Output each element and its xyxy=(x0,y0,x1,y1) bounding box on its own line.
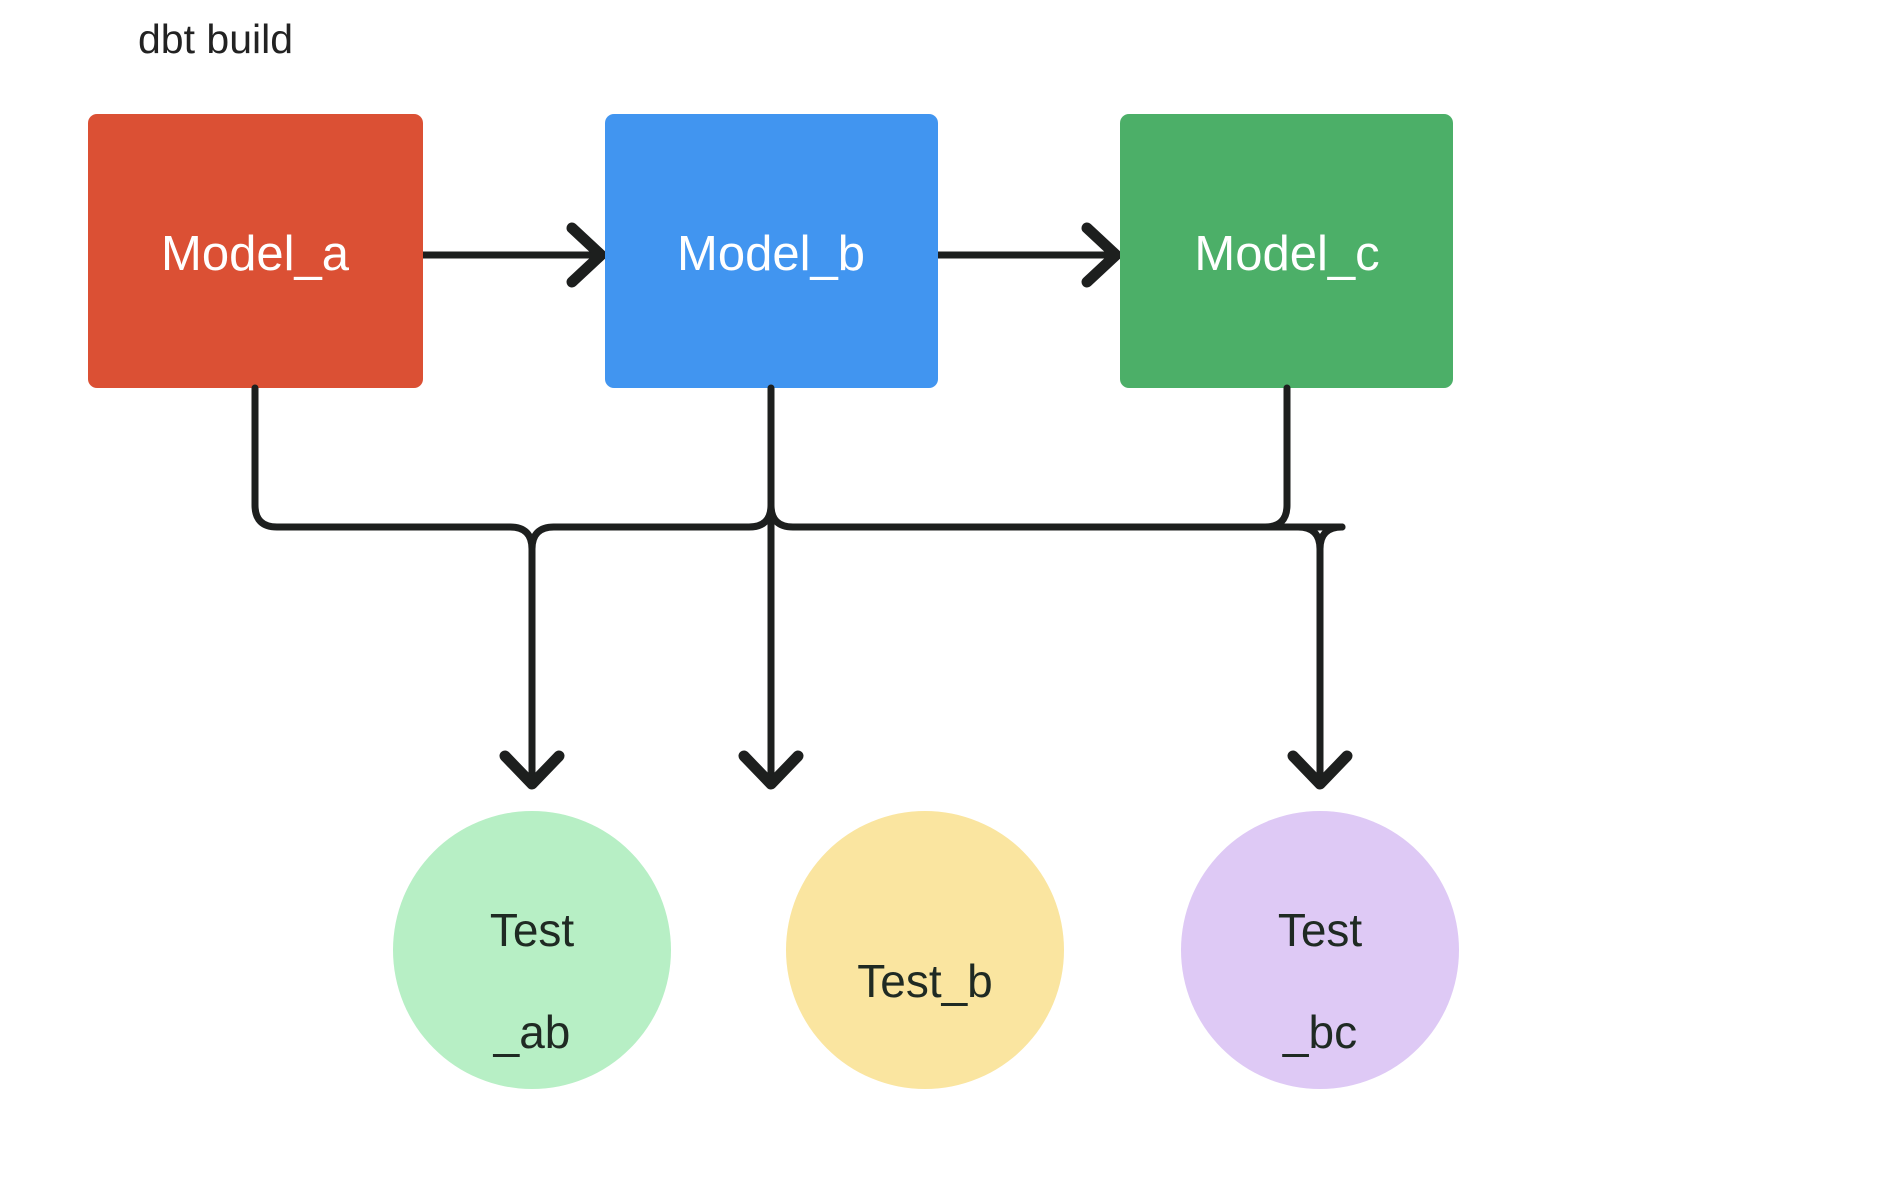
node-test-bc[interactable]: Test _bc xyxy=(1181,811,1459,1089)
model-c-shape[interactable] xyxy=(1120,114,1453,388)
test-b-shape[interactable] xyxy=(786,811,1064,1089)
edge-model-b-to-test-bc xyxy=(767,501,1302,531)
test-ab-shape[interactable] xyxy=(393,811,671,1089)
model-b-shape[interactable] xyxy=(605,114,938,388)
edge-model-b-to-model-c xyxy=(934,222,1122,288)
node-test-ab[interactable]: Test _ab xyxy=(393,811,671,1089)
model-c-label: Model_c xyxy=(1194,227,1379,281)
page-title: dbt build xyxy=(138,16,293,62)
edge-model-a-to-test-ab xyxy=(251,384,514,531)
model-b-label: Model_b xyxy=(677,227,865,281)
arrow-head-icon xyxy=(566,222,607,288)
branch-down-to-test-bc xyxy=(1287,523,1353,790)
model-a-label: Model_a xyxy=(161,227,350,281)
arrow-head-icon xyxy=(1081,222,1122,288)
node-test-b[interactable]: Test_b xyxy=(786,811,1064,1089)
edge-line xyxy=(506,523,536,786)
arrow-head-icon xyxy=(1287,750,1353,790)
node-model-b[interactable]: Model_b xyxy=(605,114,938,388)
edge-line xyxy=(1294,523,1324,786)
edge-line xyxy=(251,384,514,531)
node-model-c[interactable]: Model_c xyxy=(1120,114,1453,388)
model-a-shape[interactable] xyxy=(88,114,423,388)
arrow-head-icon xyxy=(499,750,565,790)
test-bc-shape[interactable] xyxy=(1181,811,1459,1089)
edge-model-b-to-test-ab xyxy=(550,501,775,531)
edge-model-b-to-test-b xyxy=(738,384,804,790)
edge-model-a-to-model-b xyxy=(419,222,607,288)
edge-line xyxy=(1316,523,1346,553)
edge-line xyxy=(528,523,558,553)
edge-line xyxy=(767,501,1302,531)
test-ab-label-line-2: _ab xyxy=(493,1006,571,1058)
test-b-label-line-1: Test_b xyxy=(857,955,993,1007)
arrow-head-icon xyxy=(738,750,804,790)
edge-model-c-to-test-bc xyxy=(1261,384,1346,531)
test-bc-label-line-1: Test xyxy=(1278,904,1363,956)
test-ab-label-line-1: Test xyxy=(490,904,575,956)
test-bc-label-line-2: _bc xyxy=(1282,1006,1357,1058)
node-model-a[interactable]: Model_a xyxy=(88,114,423,388)
edge-line xyxy=(1261,384,1346,531)
branch-down-to-test-ab xyxy=(499,523,565,790)
edge-line xyxy=(550,501,775,531)
